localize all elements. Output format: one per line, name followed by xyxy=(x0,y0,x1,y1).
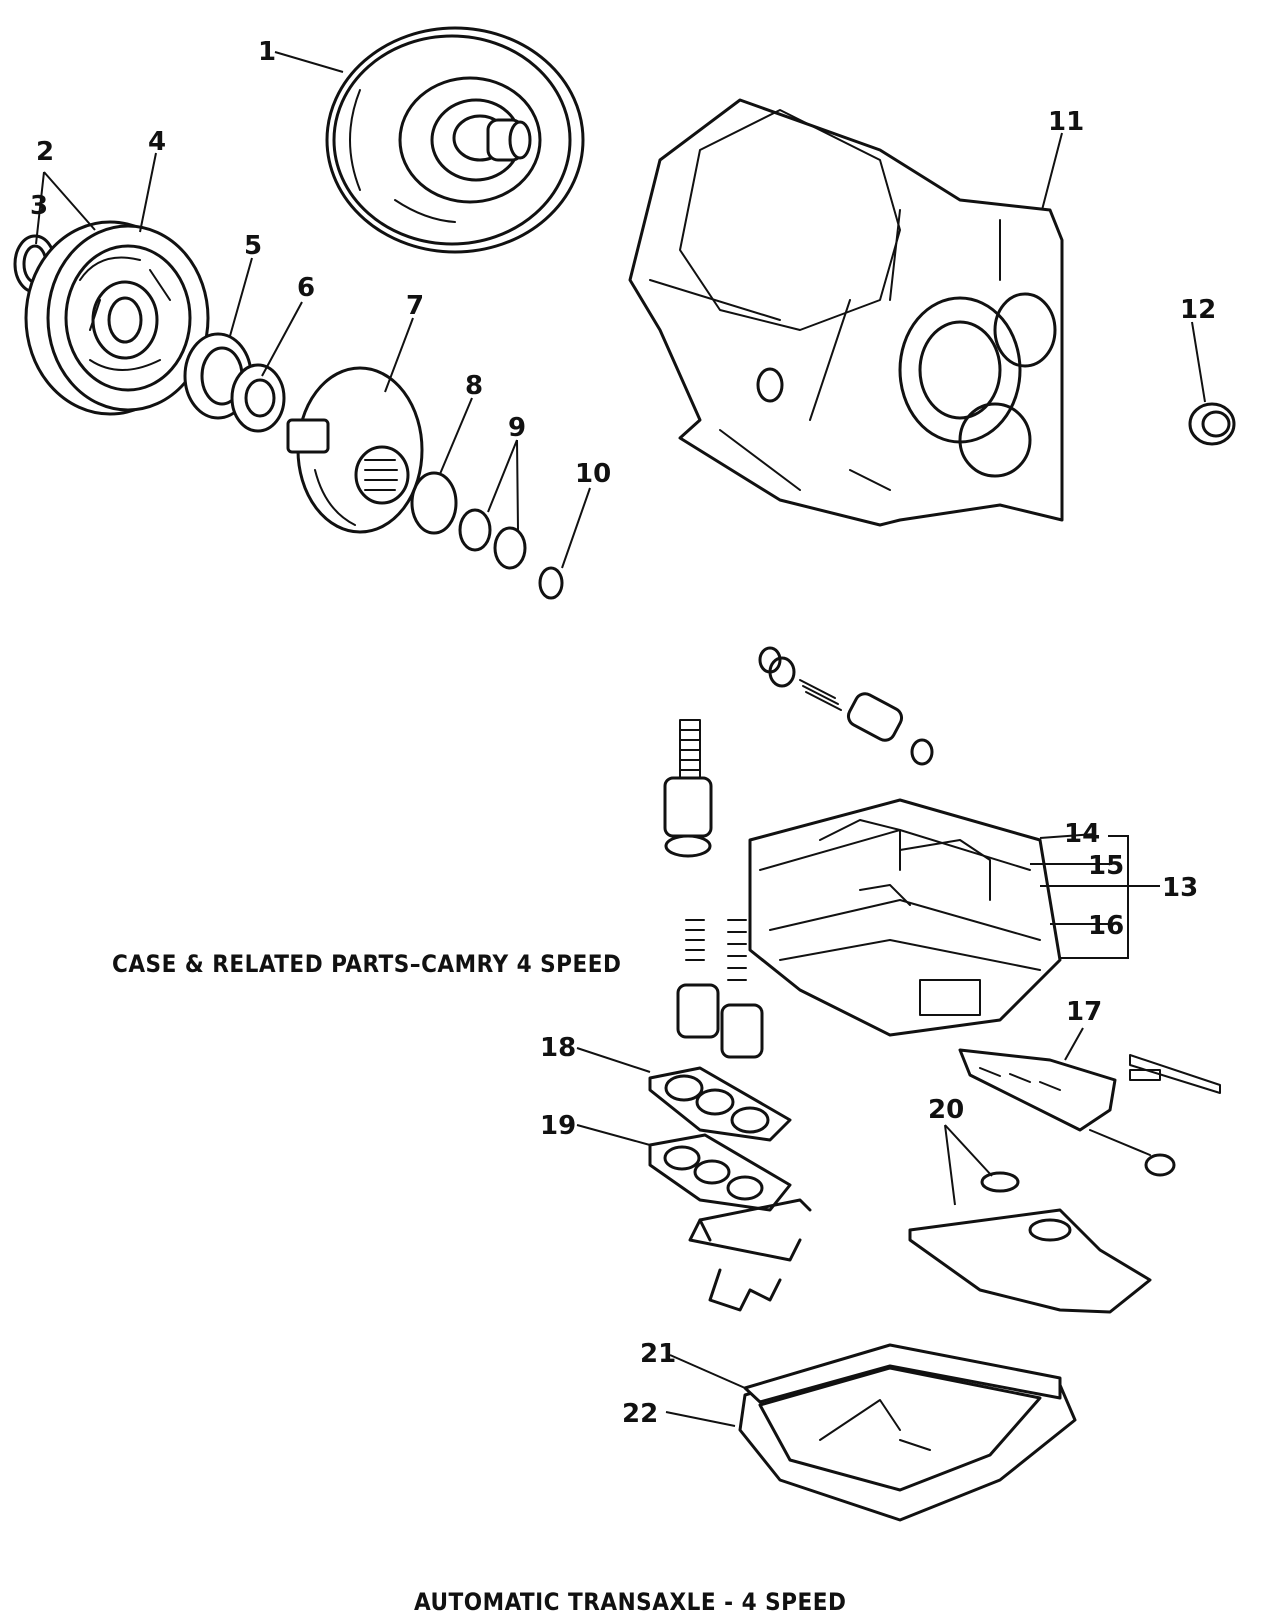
oil-pan-part xyxy=(738,1343,1077,1522)
axle-seal-part xyxy=(1188,402,1236,446)
callout-6: 6 xyxy=(297,273,315,303)
callout-18: 18 xyxy=(540,1033,576,1063)
valve-plug-part xyxy=(663,719,713,858)
callout-labels: 1 2 3 4 5 6 7 8 9 10 11 12 13 14 15 16 1… xyxy=(30,37,1216,1429)
callout-10: 10 xyxy=(575,459,611,489)
callout-17: 17 xyxy=(1066,997,1102,1027)
callout-21: 21 xyxy=(640,1339,676,1369)
stator-shaft-part xyxy=(286,366,424,534)
valve-springs-part xyxy=(676,919,764,1059)
oil-strainer-part xyxy=(908,1171,1152,1314)
callout-5: 5 xyxy=(244,231,262,261)
oil-pump-body-part xyxy=(24,220,210,416)
callout-9: 9 xyxy=(508,413,526,443)
solenoid-part xyxy=(958,1048,1221,1177)
callout-2: 2 xyxy=(36,137,54,167)
leader-lines xyxy=(35,51,1206,1427)
section-caption: CASE & RELATED PARTS–CAMRY 4 SPEED xyxy=(112,950,622,978)
diagram-title: AUTOMATIC TRANSAXLE - 4 SPEED xyxy=(414,1588,847,1616)
transaxle-case-part xyxy=(628,98,1064,527)
callout-22: 22 xyxy=(622,1399,658,1429)
callout-15: 15 xyxy=(1088,851,1124,881)
gasket-lower-part xyxy=(648,1133,792,1212)
snap-ring-part xyxy=(410,471,458,535)
callout-19: 19 xyxy=(540,1111,576,1141)
drive-gear-part xyxy=(230,363,286,433)
callout-11: 11 xyxy=(1048,107,1084,137)
callout-4: 4 xyxy=(148,127,166,157)
callout-14: 14 xyxy=(1064,819,1100,849)
callout-16: 16 xyxy=(1088,911,1124,941)
seal-rings-part xyxy=(458,508,527,570)
callout-8: 8 xyxy=(465,371,483,401)
torque-converter-part xyxy=(325,26,585,254)
callout-12: 12 xyxy=(1180,295,1216,325)
spring-clips-part xyxy=(688,1198,812,1312)
callout-20: 20 xyxy=(928,1095,964,1125)
gasket-upper-part xyxy=(648,1066,792,1142)
callout-3: 3 xyxy=(30,191,48,221)
callout-13: 13 xyxy=(1162,873,1198,903)
valve-hardware-part xyxy=(758,646,934,766)
thrust-washer-part xyxy=(538,566,564,600)
callout-7: 7 xyxy=(406,291,424,321)
callout-1: 1 xyxy=(258,37,276,67)
valve-body-assembly-part xyxy=(748,798,1062,1037)
